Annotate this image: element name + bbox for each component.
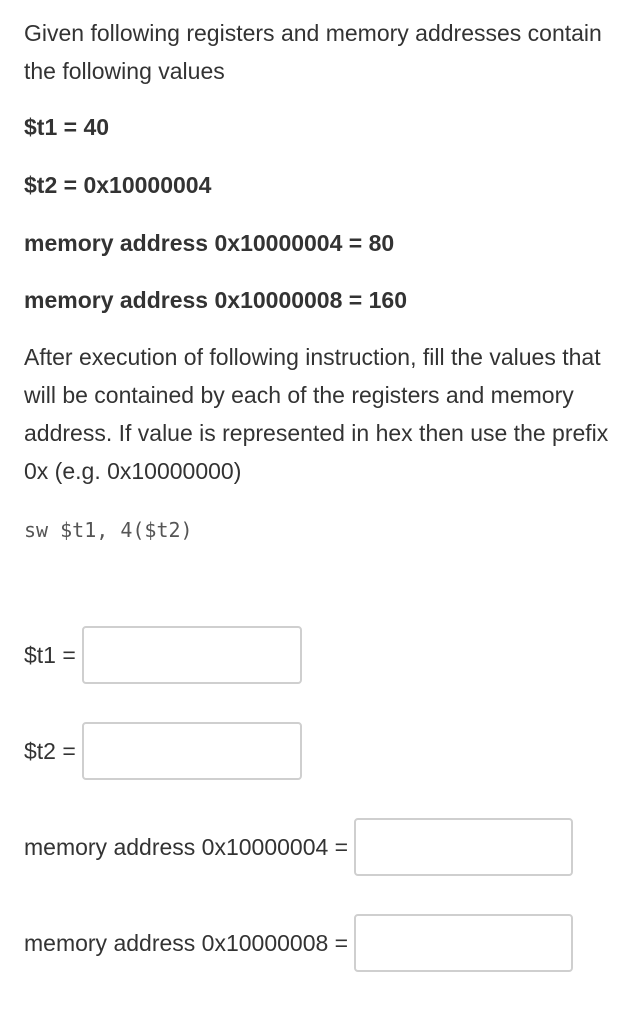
given-t1: $t1 = 40 xyxy=(24,114,110,140)
answer-input-t2[interactable] xyxy=(81,722,302,780)
intro-text: Given following registers and memory add… xyxy=(24,20,602,84)
answer-input-mem-10000008[interactable] xyxy=(354,914,574,972)
answer-row-t1: $t1 = xyxy=(24,626,302,684)
answer-input-mem-10000004[interactable] xyxy=(354,818,574,876)
answer-row-mem-10000004: memory address 0x10000004 = xyxy=(24,818,574,876)
answer-label-mem-10000008: memory address 0x10000008 = xyxy=(24,930,349,956)
answer-label-mem-10000004: memory address 0x10000004 = xyxy=(24,834,349,860)
answer-label-t1: $t1 = xyxy=(24,642,76,668)
answer-label-t2: $t2 = xyxy=(24,738,76,764)
given-mem-10000008: memory address 0x10000008 = 160 xyxy=(24,287,407,313)
answer-input-t1[interactable] xyxy=(81,626,302,684)
answer-row-mem-10000008: memory address 0x10000008 = xyxy=(24,914,574,972)
instruction-code: sw $t1, 4($t2) xyxy=(24,518,193,542)
answer-row-t2: $t2 = xyxy=(24,722,302,780)
given-t2: $t2 = 0x10000004 xyxy=(24,172,212,198)
given-mem-10000004: memory address 0x10000004 = 80 xyxy=(24,230,395,256)
question-text: After execution of following instruction… xyxy=(24,344,609,484)
